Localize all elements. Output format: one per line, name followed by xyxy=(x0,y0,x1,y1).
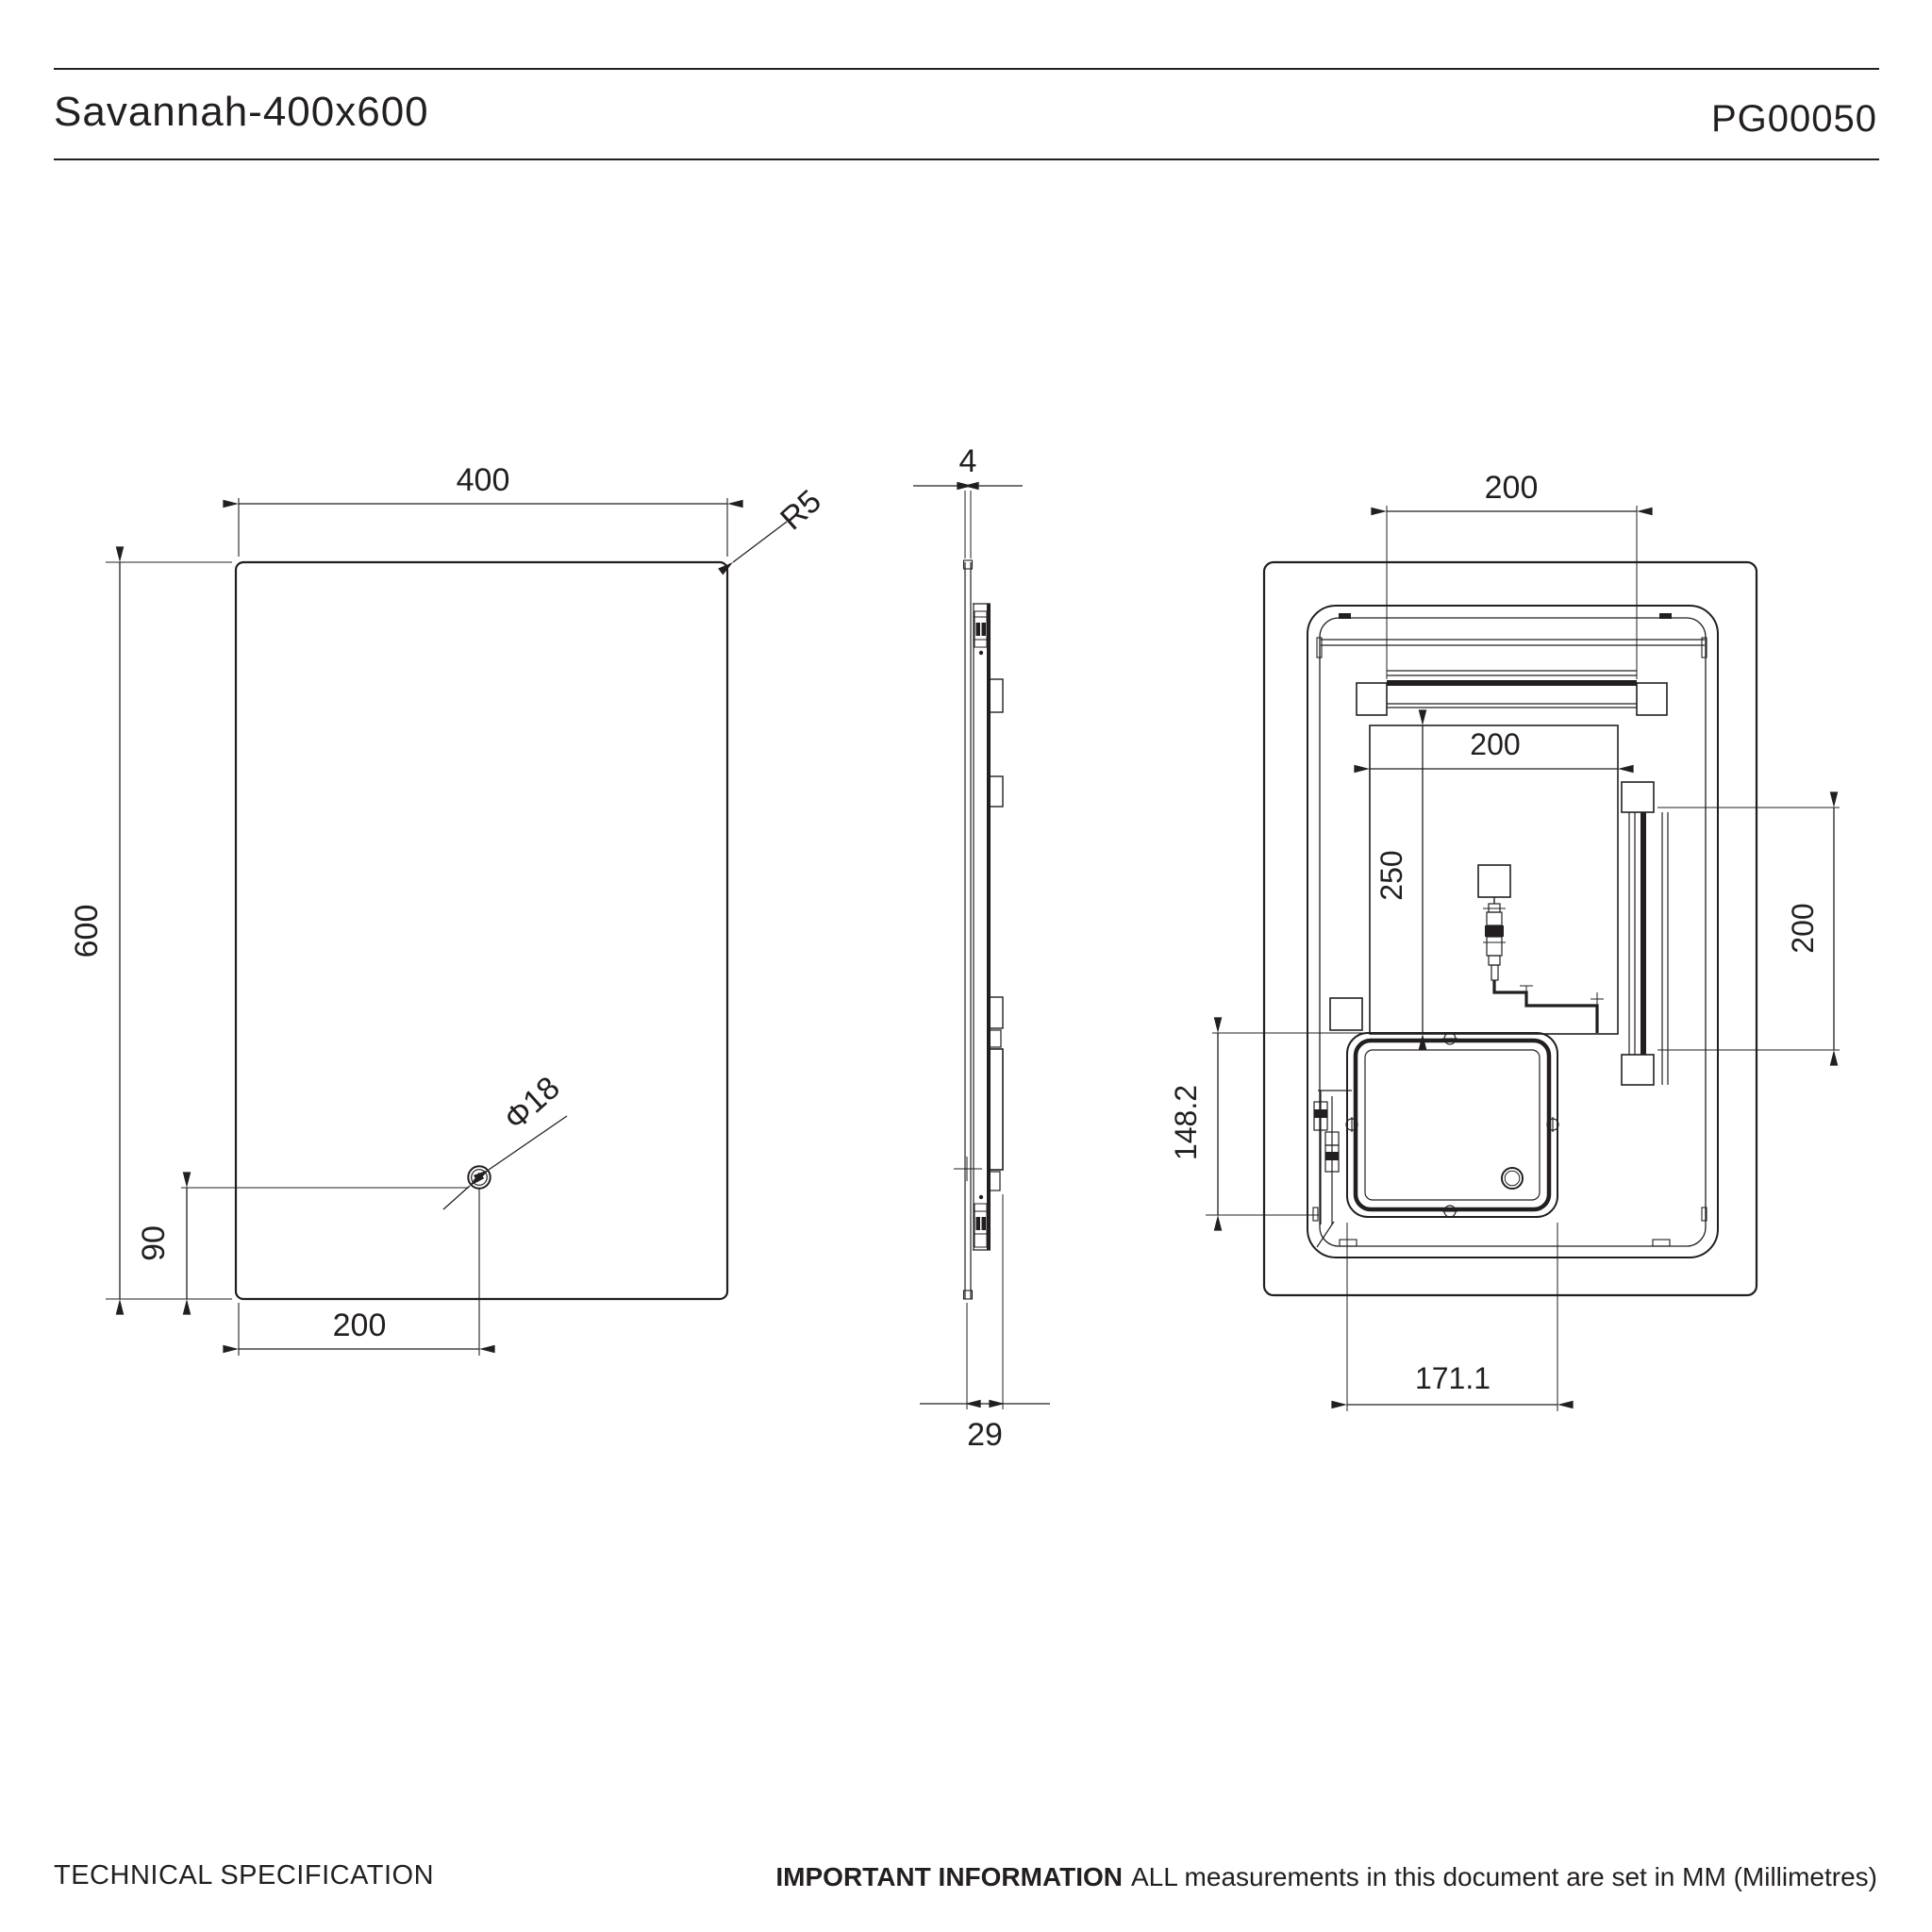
jbox-width-label: 171.1 xyxy=(1415,1361,1491,1395)
left-connectors xyxy=(1313,1090,1352,1248)
right-led-length-label: 200 xyxy=(1786,903,1820,953)
sensor-mark xyxy=(954,1157,982,1181)
dim-front-height: 600 xyxy=(69,546,232,1315)
dim-jbox-height: 148.2 xyxy=(1169,1017,1370,1231)
glass-thickness-label: 4 xyxy=(959,443,977,479)
product-code: PG00050 xyxy=(1710,98,1877,140)
dim-depth: 29 xyxy=(920,1194,1050,1453)
back-outline xyxy=(1262,560,1758,1297)
dim-right-led: 200 xyxy=(1657,791,1840,1066)
depth-label: 29 xyxy=(967,1417,1003,1453)
dim-sensor-offset-x: 200 xyxy=(223,1189,495,1356)
junction-box xyxy=(1345,1032,1559,1218)
frame-marks xyxy=(1312,613,1707,1247)
cutout-width-label: 200 xyxy=(1470,727,1520,761)
sensor-offset-x-label: 200 xyxy=(333,1307,387,1343)
glass-profile xyxy=(962,559,974,1300)
left-square-component xyxy=(1329,997,1363,1031)
backing-profile xyxy=(973,603,1004,1251)
frame-inner xyxy=(1319,617,1707,1247)
sensor-callout: Φ18 xyxy=(442,1070,568,1210)
bottom-bracket xyxy=(974,1194,988,1248)
screw-tabs xyxy=(1345,1032,1559,1218)
page-title: Savannah-400x600 xyxy=(54,89,429,135)
dim-cutout-height: 250 xyxy=(1374,709,1427,1050)
front-height-label: 600 xyxy=(69,905,105,958)
power-connector xyxy=(1477,864,1511,981)
footer-important-heading: IMPORTANT INFORMATION xyxy=(775,1862,1123,1891)
dim-jbox-width: 171.1 xyxy=(1331,1223,1574,1411)
front-width-label: 400 xyxy=(457,462,510,498)
dim-glass-thickness: 4 xyxy=(913,443,1023,558)
mirror-outline xyxy=(234,560,729,1301)
dim-top-led: 200 xyxy=(1371,470,1653,679)
cutout-height-label: 250 xyxy=(1374,850,1408,900)
back-view: 200 200 250 200 xyxy=(1169,470,1840,1411)
wire xyxy=(1492,980,1604,1033)
footer-left-label: TECHNICAL SPECIFICATION xyxy=(54,1860,435,1890)
front-view: 400 R5 600 Φ18 90 xyxy=(69,462,828,1356)
sensor-offset-y-label: 90 xyxy=(136,1225,172,1261)
corner-radius-label: R5 xyxy=(774,483,828,537)
top-led-width-label: 200 xyxy=(1485,470,1539,506)
frame-outer xyxy=(1307,605,1719,1258)
footer-important-information: IMPORTANT INFORMATION ALL measurements in… xyxy=(775,1862,1877,1892)
dim-front-width: 400 xyxy=(223,462,743,557)
header-bottom-rule xyxy=(54,158,1879,160)
header-top-rule xyxy=(54,68,1879,70)
corner-radius-callout: R5 xyxy=(718,483,828,575)
dim-cutout-width: 200 xyxy=(1354,727,1634,774)
dim-sensor-offset-y: 90 xyxy=(136,1172,469,1315)
back-components xyxy=(988,678,1004,1191)
sensor-diameter-label: Φ18 xyxy=(497,1070,567,1138)
top-bracket xyxy=(974,610,988,656)
cable-gland xyxy=(1501,1167,1524,1190)
jbox-height-label: 148.2 xyxy=(1169,1085,1203,1160)
side-view: 4 xyxy=(913,443,1050,1453)
right-led-bar xyxy=(1621,781,1669,1086)
sensor-hole xyxy=(467,1165,491,1190)
footer-important-text: ALL measurements in this document are se… xyxy=(1131,1862,1877,1891)
top-led-bar xyxy=(1321,639,1705,716)
